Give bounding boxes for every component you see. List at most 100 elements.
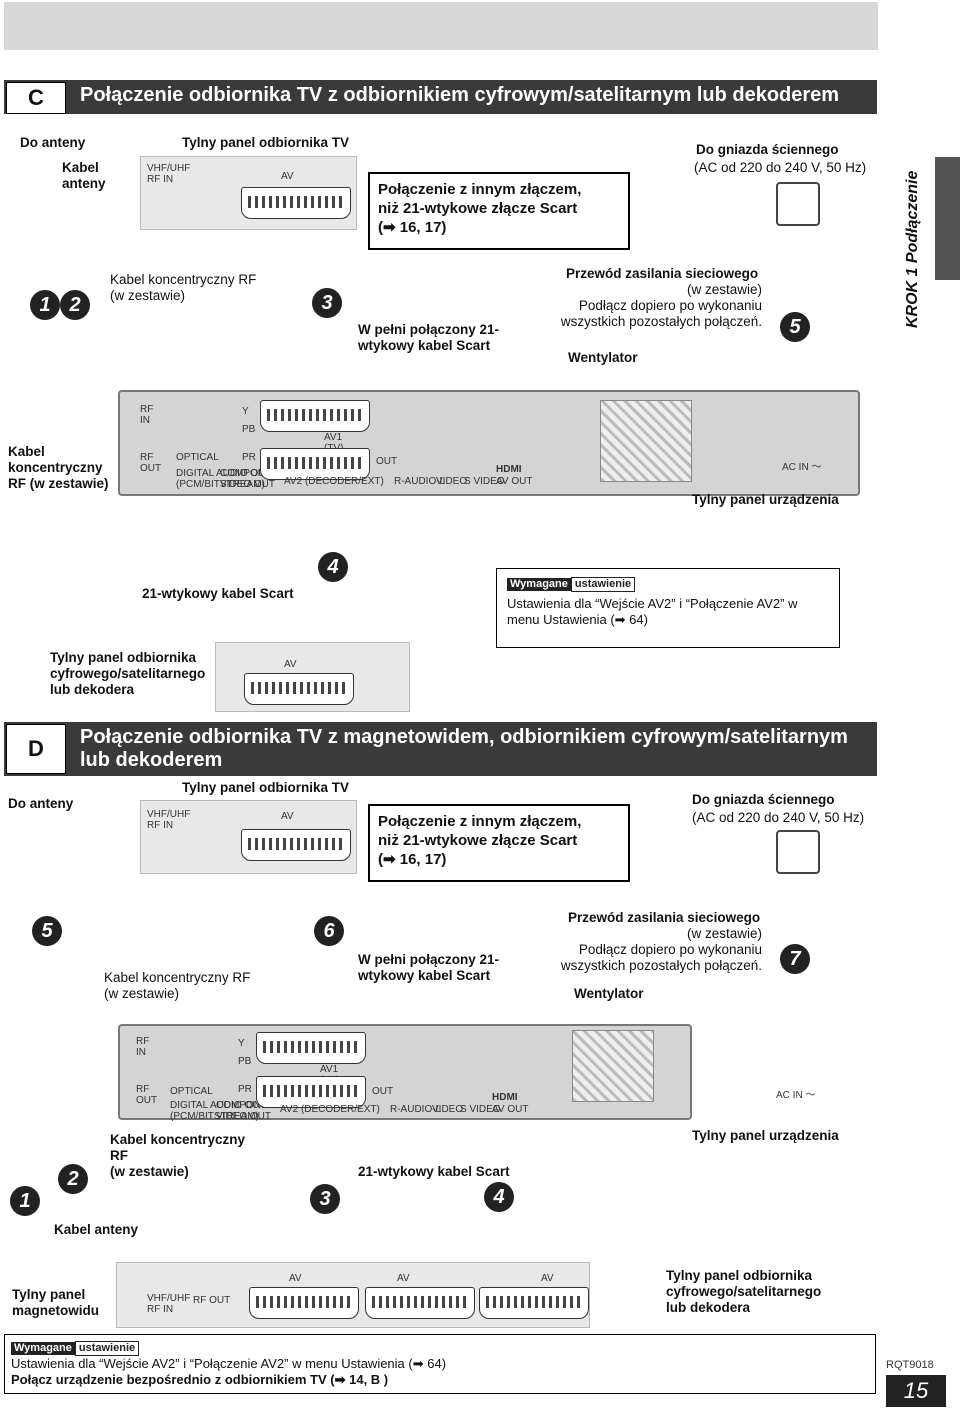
d-full-scart-label: W pełni połączony 21- wtykowy kabel Scar… [358, 952, 500, 983]
d-decoder-av-label: AV [541, 1273, 554, 1284]
out-label: OUT [376, 456, 398, 467]
fan-label: Wentylator [568, 350, 638, 365]
d-step-7-badge: 7 [780, 944, 810, 974]
d-power-cord-label: Przewód zasilania sieciowego [568, 910, 761, 925]
d-rf-cable-label: Kabel koncentryczny RF (w zestawie) [104, 970, 251, 1001]
d-step-1-badge: 1 [10, 1186, 40, 1216]
d-decoder-panel-label: Tylny panel odbiornika cyfrowego/satelit… [666, 1268, 822, 1315]
d-hdmi-label: HDMI [492, 1092, 518, 1103]
d-r-audio-l-label: R-AUDIO-L [390, 1104, 442, 1115]
d-pb-label: PB [238, 1056, 252, 1067]
footer-setting-tag: ustawienie [74, 1341, 140, 1356]
footer-required-tag: Wymagane [11, 1342, 75, 1355]
d-fan-label: Wentylator [574, 986, 644, 1001]
d-rf-cable2-label: Kabel koncentryczny RF (w zestawie) [110, 1132, 246, 1179]
d-digital-audio-label: DIGITAL AUDIO OUT (PCM/BITSTREAM) [170, 1100, 266, 1122]
setting-tag: ustawienie [570, 577, 636, 592]
d-unit-rear-panel-label: Tylny panel urządzenia [692, 1128, 839, 1143]
antenna-cable-label: Kabel anteny [62, 160, 106, 191]
section-c-title: Połączenie odbiornika TV z odbiornikiem … [80, 84, 840, 106]
footer-line-2: Połącz urządzenie bezpośrednio z odbiorn… [11, 1372, 389, 1387]
decoder-scart-port [244, 673, 354, 705]
av-out-label: AV OUT [496, 476, 533, 487]
d-av-label: AV [281, 811, 294, 822]
d-antenna-cable-label: Kabel anteny [54, 1222, 139, 1237]
rf-cable-left-label: Kabel koncentryczny RF (w zestawie) [8, 444, 109, 491]
other-connector-callout: Połączenie z innym złączem, niż 21-wtyko… [368, 172, 630, 250]
section-c-header: C Połączenie odbiornika TV z odbiornikie… [4, 80, 877, 114]
d-tv-rear-panel: VHF/UHF RF IN AV [140, 800, 357, 874]
d-wall-socket-icon [776, 830, 820, 874]
fan-grille [600, 400, 692, 482]
decoder-rear-panel: AV [215, 642, 410, 712]
required-tag: Wymagane [507, 578, 571, 591]
wall-socket-spec: (AC od 220 do 240 V, 50 Hz) [694, 160, 867, 175]
d-tv-rear-panel-label: Tylny panel odbiornika TV [182, 780, 350, 795]
av2-label: AV2 (DECODER/EXT) [284, 476, 384, 487]
d-svideo-label: S VIDEO [460, 1104, 501, 1115]
d-wall-socket-spec: (AC od 220 do 240 V, 50 Hz) [692, 810, 865, 825]
footer-line-1: Ustawienia dla “Wejście AV2” i “Połączen… [11, 1356, 447, 1371]
y-label: Y [242, 406, 249, 417]
unit-rear-panel: RF IN RF OUT OPTICAL DIGITAL AUDIO OUT (… [118, 390, 860, 496]
d-av1-scart-port [256, 1032, 366, 1064]
rf-cable-label: Kabel koncentryczny RF (w zestawie) [110, 272, 257, 303]
d-power-cord-note: (w zestawie) Podłącz dopiero po wykonani… [560, 926, 762, 973]
hdmi-label: HDMI [496, 464, 522, 475]
d-av-out-label: AV OUT [492, 1104, 529, 1115]
side-tab-marker [935, 157, 960, 280]
video-label: VIDEO [436, 476, 468, 487]
d-vcr-panel-label: Tylny panel magnetowidu [12, 1287, 99, 1318]
tv-rear-panel: VHF/UHF RF IN AV [140, 156, 357, 230]
d-y-label: Y [238, 1038, 245, 1049]
d-unit-rear-panel: RF IN RF OUT OPTICAL DIGITAL AUDIO OUT (… [118, 1024, 692, 1122]
tv-rear-panel-label: Tylny panel odbiornika TV [182, 135, 350, 150]
section-d-header: D Połączenie odbiornika TV z magnetowide… [4, 722, 877, 776]
svideo-label: S VIDEO [464, 476, 505, 487]
step-5-badge: 5 [780, 312, 810, 342]
section-d-letter: D [6, 724, 66, 774]
d-step-3-badge: 3 [310, 1184, 340, 1214]
d-other-connector-callout: Połączenie z innym złączem, niż 21-wtyko… [368, 804, 630, 882]
d-vcr-av1-label: AV [289, 1273, 302, 1284]
d-out-label: OUT [372, 1086, 394, 1097]
step-2-badge: 2 [60, 290, 90, 320]
d-scart21-label: 21-wtykowy kabel Scart [358, 1164, 510, 1179]
step-1-badge: 1 [30, 290, 60, 320]
d-step-5-badge: 5 [32, 916, 62, 946]
d-vcr-scart-1 [249, 1287, 359, 1319]
d-step-2-badge: 2 [58, 1164, 88, 1194]
vhf-label: VHF/UHF RF IN [147, 163, 191, 185]
component-label: COMPONENT VIDEO OUT [220, 468, 285, 490]
page-number: 15 [886, 1375, 946, 1407]
d-ac-in-label: AC IN ～ [776, 1090, 816, 1101]
d-scart-port [241, 829, 351, 861]
d-to-antenna-label: Do anteny [8, 796, 74, 811]
required-setting-text: Ustawienia dla “Wejście AV2” i “Połączen… [507, 596, 798, 627]
d-fan-grille [572, 1030, 654, 1102]
d-optical-label: OPTICAL [170, 1086, 213, 1097]
unit-rear-panel-label: Tylny panel urządzenia [692, 492, 839, 507]
d-step-4-badge: 4 [484, 1182, 514, 1212]
wall-socket-icon [776, 182, 820, 226]
d-vcr-rf-out-label: RF OUT [193, 1295, 231, 1306]
d-vhf-label: VHF/UHF RF IN [147, 809, 191, 831]
d-step-6-badge: 6 [314, 916, 344, 946]
d-video-label: VIDEO [432, 1104, 464, 1115]
d-rf-out-port-label: RF OUT [136, 1084, 158, 1106]
pb-label: PB [242, 424, 256, 435]
decoder-av-label: AV [284, 659, 297, 670]
to-antenna-label: Do anteny [20, 135, 86, 150]
d-vcr-rear-panel: VHF/UHF RF IN RF OUT AV AV AV [116, 1262, 590, 1328]
d-vcr-av2-label: AV [397, 1273, 410, 1284]
d-av2-scart-port [256, 1076, 366, 1108]
ac-in-label: AC IN ～ [782, 462, 822, 473]
pr-label: PR [242, 452, 256, 463]
d-decoder-scart [479, 1287, 589, 1319]
scart-port [241, 187, 351, 219]
d-vcr-vhf-label: VHF/UHF RF IN [147, 1293, 191, 1315]
d-pr-label: PR [238, 1084, 252, 1095]
side-tab-label: KROK 1 Podłączenie [904, 170, 921, 328]
av1-scart-port [260, 400, 370, 432]
